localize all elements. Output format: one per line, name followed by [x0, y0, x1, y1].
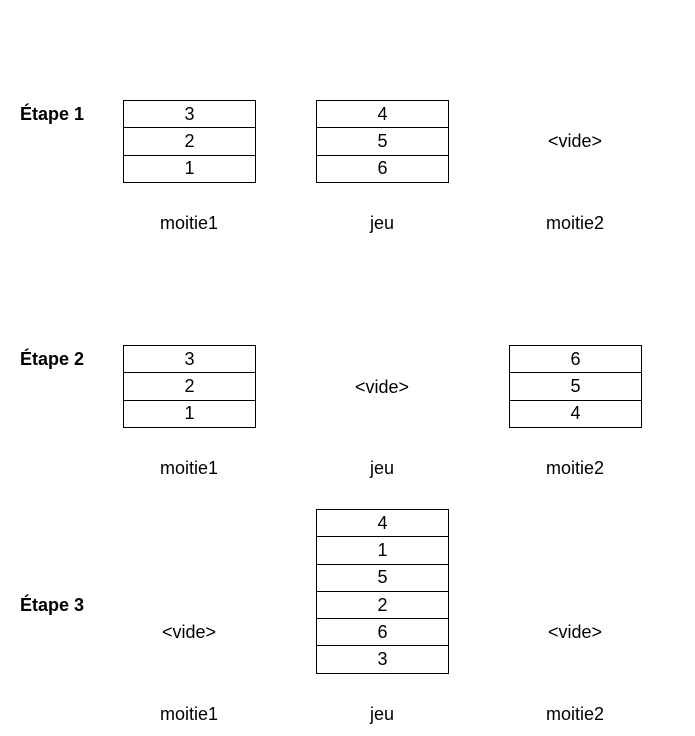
stack-cell: 5 — [316, 564, 449, 592]
step-label: Étape 2 — [20, 349, 85, 369]
empty-moitie2: <vide> — [547, 131, 603, 151]
empty-jeu: <vide> — [354, 377, 410, 397]
stack-moitie1: 3 2 1 — [123, 100, 256, 183]
label-moitie2: moitie2 — [545, 458, 605, 478]
stack-jeu: 4 5 6 — [316, 100, 449, 183]
step-label: Étape 3 — [20, 595, 85, 615]
stack-cell: 5 — [316, 128, 449, 156]
stack-moitie1: 3 2 1 — [123, 345, 256, 428]
stack-cell: 4 — [316, 101, 449, 129]
stack-cell: 3 — [316, 646, 449, 674]
stack-cell: 2 — [123, 128, 256, 156]
label-moitie1: moitie1 — [159, 213, 219, 233]
stack-cell: 3 — [123, 101, 256, 129]
label-moitie1: moitie1 — [159, 704, 219, 724]
stack-cell: 4 — [316, 510, 449, 538]
empty-moitie2: <vide> — [547, 622, 603, 642]
stack-cell: 6 — [509, 346, 642, 374]
empty-moitie1: <vide> — [161, 622, 217, 642]
stack-cell: 2 — [123, 373, 256, 401]
label-moitie2: moitie2 — [545, 704, 605, 724]
step-label: Étape 1 — [20, 104, 85, 124]
label-jeu: jeu — [369, 458, 395, 478]
label-moitie2: moitie2 — [545, 213, 605, 233]
stack-cell: 3 — [123, 346, 256, 374]
stack-moitie2: 6 5 4 — [509, 345, 642, 428]
stack-cell: 2 — [316, 591, 449, 620]
stack-cell: 6 — [316, 619, 449, 647]
stack-jeu: 4 1 5 2 6 3 — [316, 509, 449, 674]
stack-cell: 4 — [509, 400, 642, 428]
label-moitie1: moitie1 — [159, 458, 219, 478]
label-jeu: jeu — [369, 213, 395, 233]
label-jeu: jeu — [369, 704, 395, 724]
stack-cell: 1 — [316, 537, 449, 565]
stack-cell: 6 — [316, 155, 449, 183]
stack-cell: 1 — [123, 155, 256, 183]
stack-cell: 5 — [509, 373, 642, 401]
stack-cell: 1 — [123, 400, 256, 428]
